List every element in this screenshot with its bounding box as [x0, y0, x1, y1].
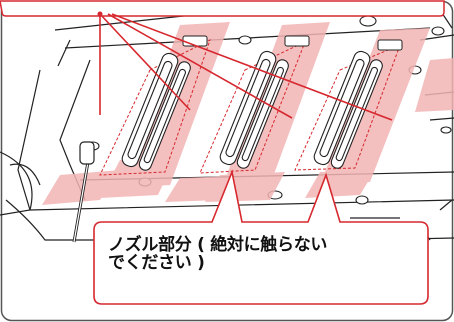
bottom-callout-box — [93, 169, 429, 305]
nozzle-warning-caption: ノズル部分 ( 絶対に触らない でください ) — [108, 235, 328, 273]
caption-line-2: でください ) — [108, 253, 205, 273]
nozzle-dashed-outlines — [99, 39, 401, 176]
nozzle-heads — [121, 50, 383, 171]
caption-line-1: ノズル部分 ( 絶対に触らない — [108, 235, 328, 255]
top-callout-leaders — [99, 13, 393, 121]
cleaning-swab — [72, 141, 95, 243]
top-callout-box — [0, 0, 445, 17]
leader-endpoints — [97, 11, 103, 17]
